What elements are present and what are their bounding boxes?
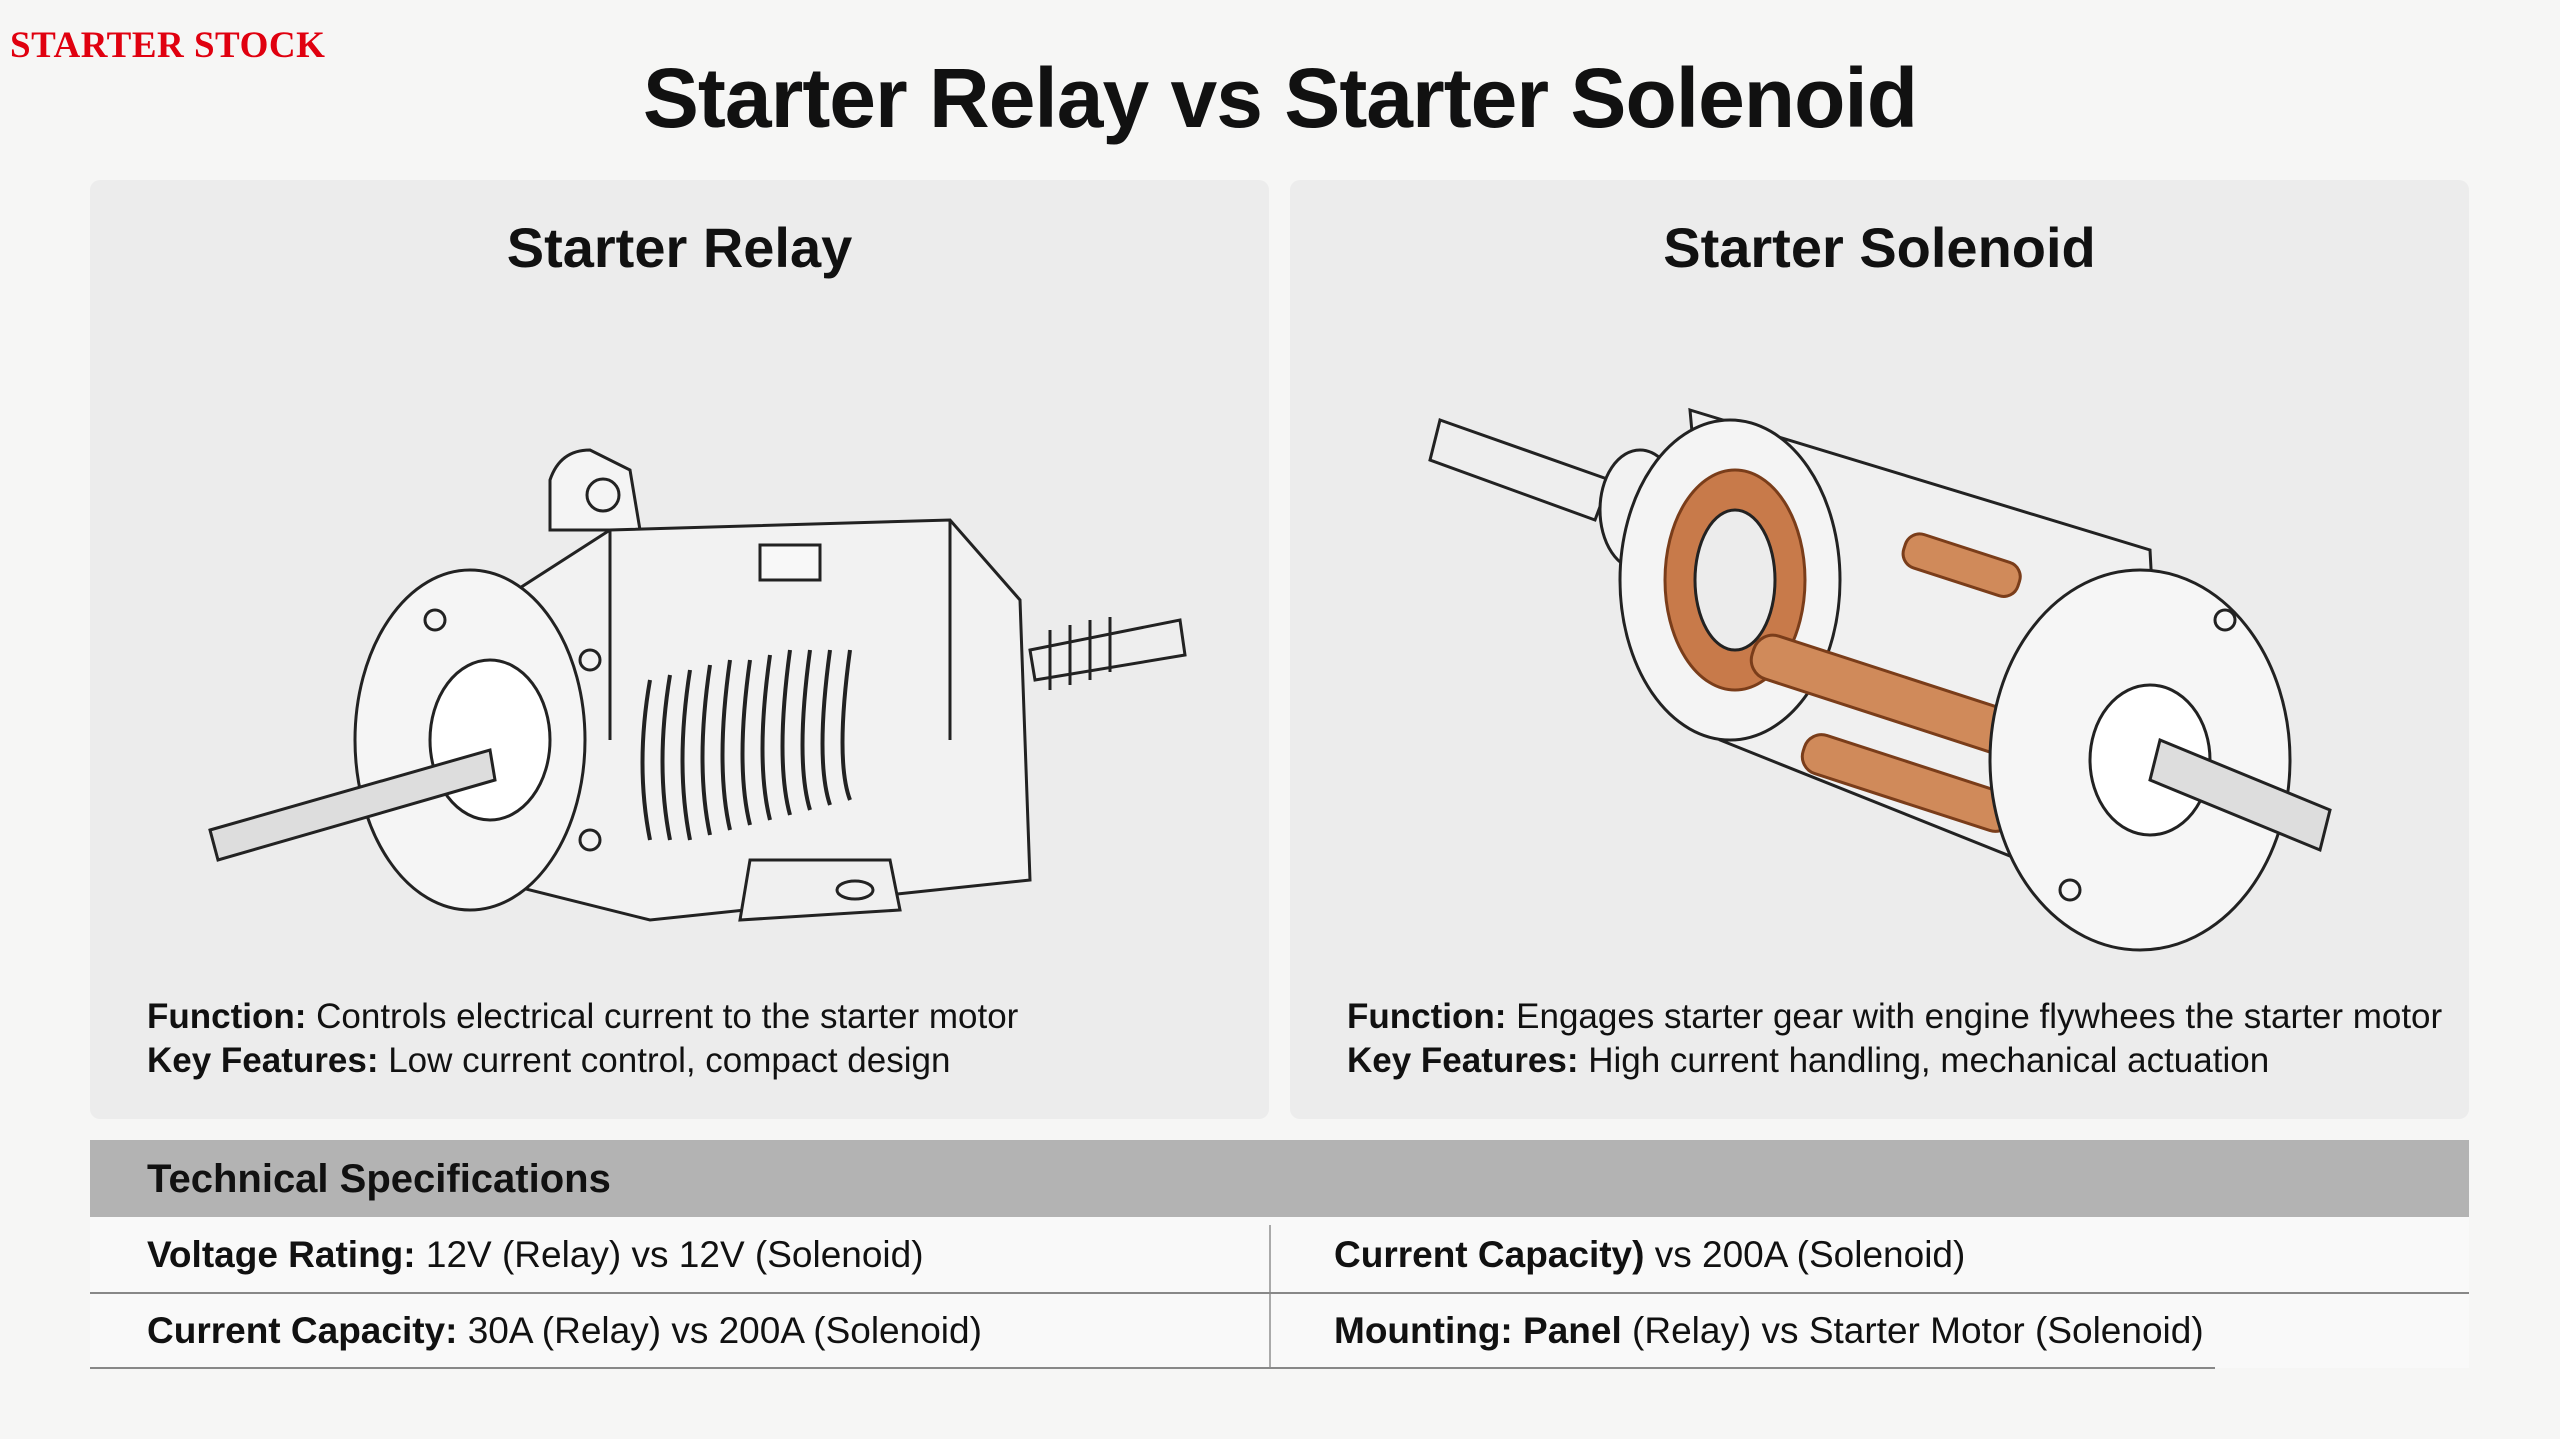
spec-value: (Relay) vs Starter Motor (Solenoid) <box>1621 1310 2204 1351</box>
spec-value: vs 200A (Solenoid) <box>1644 1234 1966 1275</box>
spec-label: Current Capacity) <box>1334 1234 1645 1275</box>
spec-current-capacity: Current Capacity: 30A (Relay) vs 200A (S… <box>147 1310 982 1352</box>
relay-function-label: Function: <box>147 997 307 1036</box>
spec-value: 30A (Relay) vs 200A (Solenoid) <box>457 1310 982 1351</box>
solenoid-title: Starter Solenoid <box>1663 216 2096 279</box>
solenoid-panel: Starter Solenoid Function: Engages start… <box>1290 180 2469 1119</box>
spec-value: 12V (Relay) vs 12V (Solenoid) <box>415 1234 924 1275</box>
spec-label: Current Capacity: <box>147 1310 458 1351</box>
relay-title: Starter Relay <box>506 216 853 279</box>
specs-bottom-divider <box>90 1367 2215 1369</box>
relay-description: Function: Controls electrical current to… <box>147 995 1018 1083</box>
relay-panel: Starter Relay Function: Controls electri… <box>90 180 1269 1119</box>
solenoid-features-text: High current handling, mechanical actuat… <box>1578 1041 2270 1080</box>
solenoid-features-label: Key Features: <box>1347 1041 1579 1080</box>
solenoid-function-label: Function: <box>1347 997 1507 1036</box>
brand-logo-text: STARTER STOCK <box>10 25 326 66</box>
spec-mounting: Mounting: Panel (Relay) vs Starter Motor… <box>1334 1310 2204 1352</box>
relay-illustration <box>208 448 1187 922</box>
specs-row-divider <box>90 1292 2469 1294</box>
specs-column-divider <box>1269 1225 1271 1368</box>
relay-function-text: Controls electrical current to the start… <box>306 997 1019 1036</box>
spec-voltage-rating: Voltage Rating: 12V (Relay) vs 12V (Sole… <box>147 1234 924 1276</box>
spec-label: Mounting: Panel <box>1334 1310 1622 1351</box>
solenoid-description: Function: Engages starter gear with engi… <box>1347 995 2442 1083</box>
solenoid-function-text: Engages starter gear with engine flywhee… <box>1506 997 2443 1036</box>
specs-header: Technical Specifications <box>90 1140 2469 1217</box>
specs-heading: Technical Specifications <box>147 1157 611 1201</box>
spec-current-capacity-solenoid: Current Capacity) vs 200A (Solenoid) <box>1334 1234 1965 1276</box>
relay-features-label: Key Features: <box>147 1041 379 1080</box>
solenoid-illustration <box>1428 407 2332 952</box>
spec-label: Voltage Rating: <box>147 1234 416 1275</box>
relay-features-text: Low current control, compact design <box>378 1041 951 1080</box>
page-title: Starter Relay vs Starter Solenoid <box>642 51 1918 145</box>
